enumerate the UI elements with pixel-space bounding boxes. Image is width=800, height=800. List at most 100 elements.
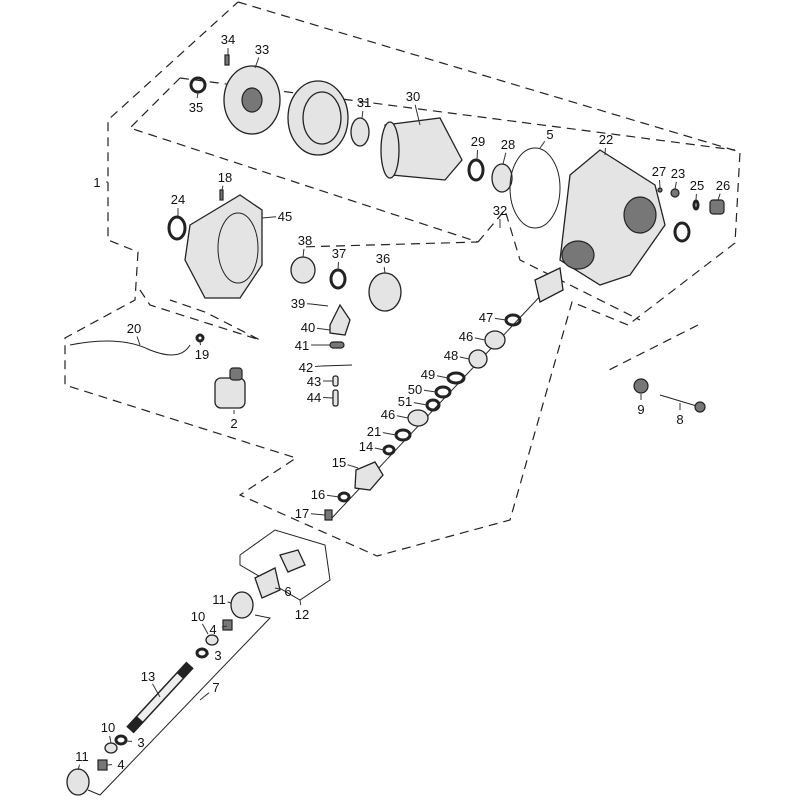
callout-label-5: 5: [546, 127, 553, 142]
parts: [66, 54, 725, 796]
bolt-17: [324, 509, 333, 521]
callout-label-34: 34: [221, 32, 235, 47]
seal-21: [394, 428, 412, 442]
bearing-46b: [407, 409, 429, 427]
callout-label-46: 46: [381, 407, 395, 422]
shaft-spline-top: [176, 661, 194, 680]
bolt-18: [219, 189, 224, 201]
sleeve-36: [368, 272, 402, 312]
callout-label-15: 15: [332, 455, 346, 470]
callout-label-8: 8: [676, 412, 683, 427]
callout-label-20: 20: [127, 321, 141, 336]
callout-label-11: 11: [75, 749, 89, 764]
callout-leader-line: [310, 513, 326, 516]
gasket-5: [509, 147, 561, 229]
callout-leader-line: [436, 375, 449, 379]
callout-leader-line: [423, 389, 437, 393]
callout-label-26: 26: [716, 178, 730, 193]
nut-9: [633, 378, 649, 394]
callout-label-45: 45: [278, 209, 292, 224]
ring-3: [195, 647, 209, 659]
callout-label-10: 10: [101, 720, 115, 735]
callout-label-42: 42: [299, 360, 313, 375]
actuator-connector: [229, 367, 243, 381]
pinion-gear: [534, 267, 564, 303]
callout-leader-line: [316, 327, 331, 331]
bearing-28: [491, 163, 513, 193]
callout-label-49: 49: [421, 367, 435, 382]
callout-leader-line: [476, 149, 479, 161]
callout-label-28: 28: [501, 137, 515, 152]
callout-leader-line: [221, 625, 228, 628]
plug-23: [670, 188, 680, 198]
bearing-4: [222, 619, 233, 631]
callout-leader-line: [136, 336, 141, 346]
actuator-2: [214, 377, 246, 409]
callout-leader-line: [474, 337, 486, 341]
housing-bore: [623, 196, 657, 234]
washer-16: [337, 491, 351, 503]
pin-27: [657, 187, 663, 193]
cover-45: [184, 194, 263, 299]
seal-24: [167, 215, 187, 241]
callout-leader-line: [274, 587, 280, 590]
callout-label-36: 36: [376, 251, 390, 266]
callout-label-16: 16: [311, 487, 325, 502]
callout-label-12: 12: [295, 607, 309, 622]
callout-leader-line: [674, 181, 677, 190]
callout-leader-line: [201, 623, 209, 635]
callout-label-47: 47: [479, 310, 493, 325]
yoke-6: [254, 567, 281, 599]
callout-leader-line: [299, 599, 302, 606]
callout-leader-line: [261, 216, 277, 219]
bolt-8: [659, 394, 701, 408]
callout-label-32: 32: [493, 203, 507, 218]
bearing-31: [350, 117, 370, 147]
callout-label-3: 3: [214, 648, 221, 663]
callout-label-29: 29: [471, 134, 485, 149]
washer-29: [467, 158, 485, 182]
driveshaft-outline: [87, 614, 271, 796]
callout-label-38: 38: [298, 233, 312, 248]
ring-49: [446, 371, 466, 385]
callout-label-22: 22: [599, 132, 613, 147]
callout-leader-line: [414, 104, 421, 126]
assembly-outline-1: [64, 1, 741, 557]
callout-leader-line: [221, 185, 224, 191]
cover-bore: [217, 212, 259, 284]
callout-leaders: [77, 48, 721, 771]
callout-label-4: 4: [209, 622, 216, 637]
clip-19: [195, 333, 205, 343]
callout-label-9: 9: [637, 402, 644, 417]
callout-leader-line: [152, 683, 161, 698]
callout-leader-line: [109, 735, 112, 744]
ring-3b: [114, 734, 128, 746]
callout-leader-line: [502, 152, 507, 165]
callout-label-30: 30: [406, 89, 420, 104]
callout-label-17: 17: [295, 506, 309, 521]
callout-label-7: 7: [212, 680, 219, 695]
boot-11b: [66, 768, 90, 796]
callout-leader-line: [717, 193, 721, 201]
ring-37: [329, 268, 347, 290]
callout-leader-line: [361, 110, 364, 119]
plug-26: [709, 199, 725, 215]
callout-leader-line: [322, 396, 334, 399]
callout-leader-line: [347, 464, 359, 469]
callout-label-6: 6: [284, 584, 291, 599]
cross-joint: [279, 549, 306, 573]
callout-label-13: 13: [141, 669, 155, 684]
callout-label-35: 35: [189, 100, 203, 115]
callout-leader-line: [494, 317, 507, 321]
yoke-15: [354, 461, 384, 491]
callout-leader-line: [254, 57, 260, 69]
callout-label-2: 2: [230, 416, 237, 431]
callout-leader-line: [374, 447, 385, 451]
fork-40: [329, 303, 351, 336]
callout-label-14: 14: [359, 439, 373, 454]
callout-label-39: 39: [291, 296, 305, 311]
callout-label-1: 1: [93, 175, 100, 190]
